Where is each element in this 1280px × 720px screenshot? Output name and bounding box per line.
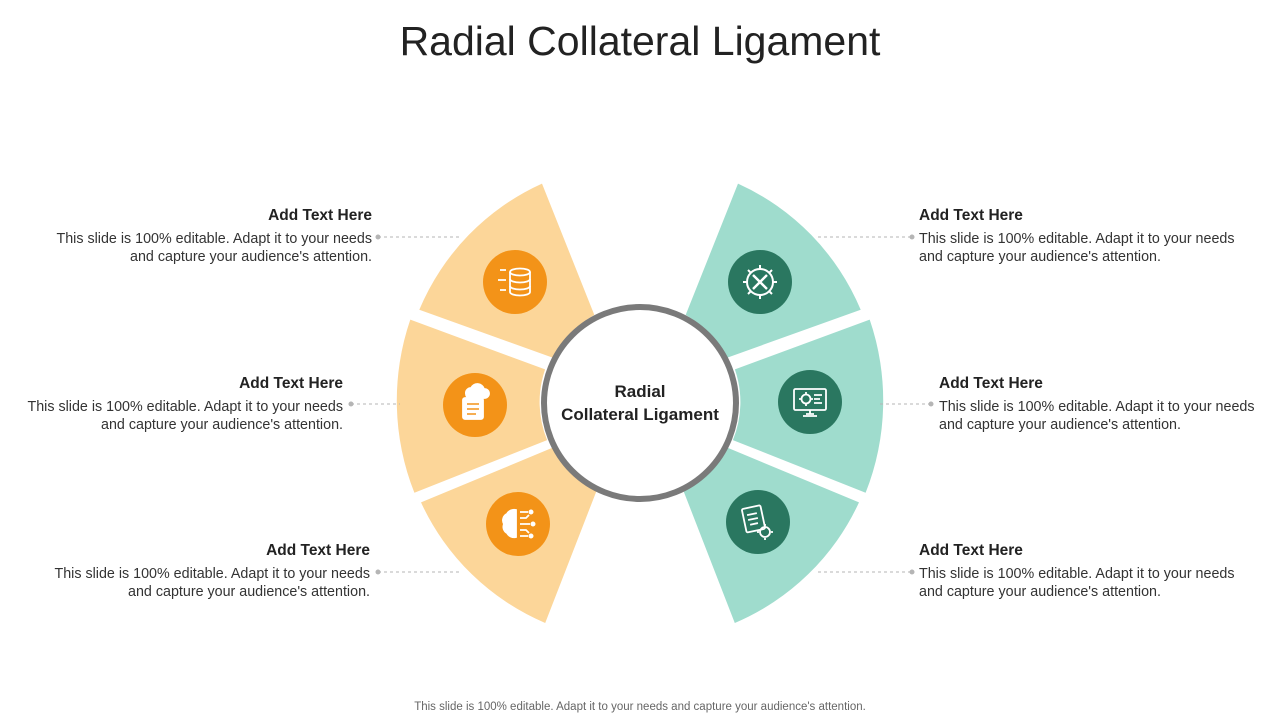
connector-dot-left-top xyxy=(375,234,381,240)
item-right-middle: Add Text Here This slide is 100% editabl… xyxy=(939,375,1279,434)
item-heading: Add Text Here xyxy=(239,375,343,392)
item-body: This slide is 100% editable. Adapt it to… xyxy=(56,231,372,265)
item-left-middle: Add Text Here This slide is 100% editabl… xyxy=(3,375,343,434)
center-label: Radial Collateral Ligament xyxy=(545,380,735,426)
center-label-line2: Collateral Ligament xyxy=(561,405,719,424)
database-icon xyxy=(483,250,547,314)
connector-dot-right-middle xyxy=(928,401,934,407)
connector-dot-left-bottom xyxy=(375,569,381,575)
footer-note: This slide is 100% editable. Adapt it to… xyxy=(414,701,866,713)
connector-dot-left-middle xyxy=(348,401,354,407)
connector-dot-right-top xyxy=(909,234,915,240)
brain-circuit-icon xyxy=(486,492,550,556)
item-body: This slide is 100% editable. Adapt it to… xyxy=(54,566,370,600)
center-circle xyxy=(541,304,739,502)
item-body: This slide is 100% editable. Adapt it to… xyxy=(919,231,1235,265)
center-label-line1: Radial xyxy=(614,382,666,401)
item-right-top: Add Text Here This slide is 100% editabl… xyxy=(919,207,1259,266)
item-heading: Add Text Here xyxy=(919,542,1023,559)
item-body: This slide is 100% editable. Adapt it to… xyxy=(939,399,1255,433)
item-heading: Add Text Here xyxy=(919,207,1023,224)
item-heading: Add Text Here xyxy=(939,375,1043,392)
item-left-top: Add Text Here This slide is 100% editabl… xyxy=(32,207,372,266)
cloud-document-icon xyxy=(443,373,507,437)
item-left-bottom: Add Text Here This slide is 100% editabl… xyxy=(30,542,370,601)
monitor-gear-icon xyxy=(778,370,842,434)
slide-title: Radial Collateral Ligament xyxy=(399,18,881,64)
item-body: This slide is 100% editable. Adapt it to… xyxy=(27,399,343,433)
item-body: This slide is 100% editable. Adapt it to… xyxy=(919,566,1235,600)
item-right-bottom: Add Text Here This slide is 100% editabl… xyxy=(919,542,1259,601)
gear-tools-icon xyxy=(728,250,792,314)
connector-dot-right-bottom xyxy=(909,569,915,575)
item-heading: Add Text Here xyxy=(268,207,372,224)
document-gear-icon xyxy=(726,490,790,554)
item-heading: Add Text Here xyxy=(266,542,370,559)
